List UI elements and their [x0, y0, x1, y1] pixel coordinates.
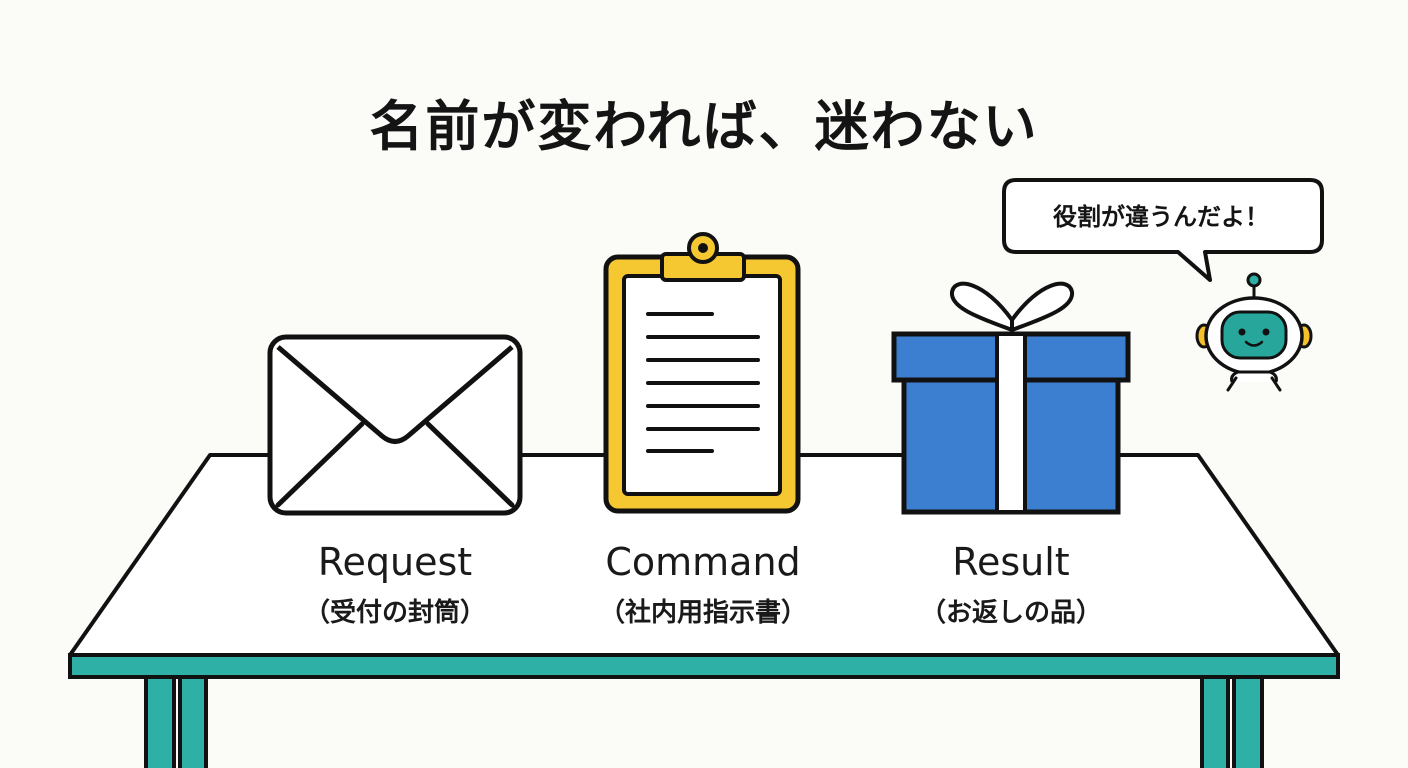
clipboard-icon — [603, 232, 801, 514]
request-label: Request — [317, 540, 473, 584]
table-leg — [178, 675, 208, 768]
request-description: （受付の封筒） — [303, 598, 486, 628]
result-description: （お返しの品） — [919, 598, 1102, 628]
result-label: Result — [952, 540, 1070, 584]
table-leg — [1232, 675, 1264, 768]
speech-bubble-text: 役割が違うんだよ！ — [1053, 203, 1269, 231]
speech-bubble — [1002, 178, 1324, 282]
table-leg — [1200, 675, 1230, 768]
robot-icon — [1195, 272, 1313, 392]
table-leg — [144, 675, 176, 768]
command-label: Command — [605, 540, 801, 584]
page-title: 名前が変われば、迷わない — [369, 95, 1039, 158]
envelope-icon — [267, 334, 523, 516]
command-description: （社内用指示書） — [598, 598, 807, 628]
gift-box-icon — [891, 281, 1131, 515]
